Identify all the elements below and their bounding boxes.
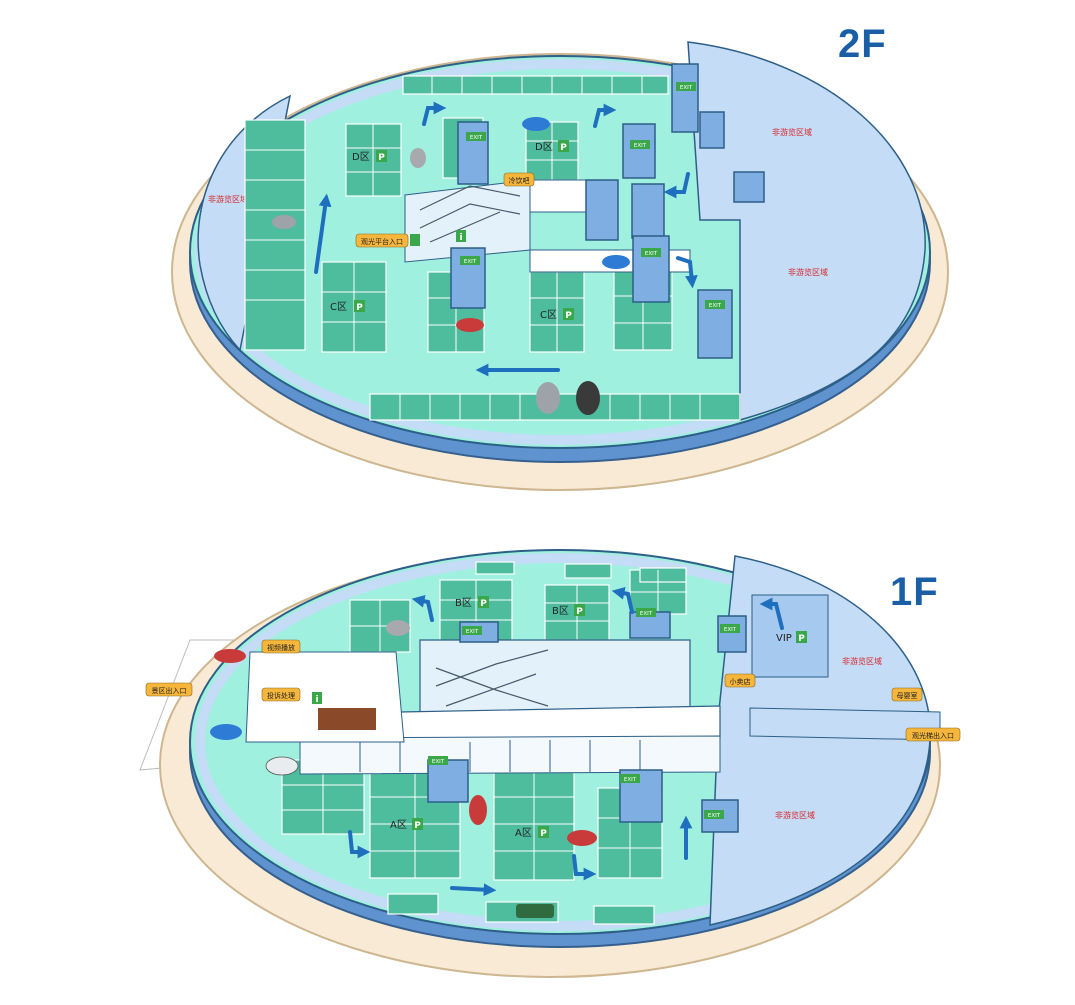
zone-d-right: D区 — [535, 141, 553, 153]
service-desk-1f — [318, 708, 376, 730]
exit-sign-2f-1: EXIT — [470, 135, 483, 141]
escalator-1f — [435, 649, 549, 707]
parking-grid-lines-2f — [245, 76, 701, 420]
exit-sign-2f-3: EXIT — [645, 251, 658, 257]
viewing-entrance-exit-label: 观光梯出入口 — [912, 731, 954, 740]
gift-shop-label: 小卖店 — [730, 677, 751, 686]
exit-sign-2f-4: EXIT — [464, 259, 477, 265]
arrow-2f-turn-4 — [676, 256, 698, 289]
info-icon-2f: i — [459, 233, 462, 243]
arrow-1f-turn-1 — [411, 594, 434, 622]
non-tour-label-2f-right-mid: 非游览区域 — [788, 267, 828, 277]
zone-d-left: D区 — [352, 151, 370, 163]
non-tour-label-2f-right-top: 非游览区域 — [772, 127, 812, 137]
parking-icon-c-left: P — [356, 303, 363, 313]
video-playback-label: 视频播放 — [267, 643, 295, 652]
parking-icon-d-right: P — [560, 143, 567, 153]
parking-icon-b-left: P — [480, 599, 487, 609]
arrow-1f-right — [450, 883, 497, 897]
exit-sign-1f-5: EXIT — [640, 611, 653, 617]
exit-sign-2f-2: EXIT — [634, 143, 647, 149]
arrow-2f-turn-2 — [593, 103, 617, 128]
arrow-1f-turn-2 — [611, 586, 634, 614]
floor-1f-title: 1F — [890, 570, 939, 614]
floor-2f: 非游览区域 非游览区域 非游览区域 — [171, 41, 949, 491]
exit-sign-1f-4: EXIT — [466, 629, 479, 635]
zone-b-right: B区 — [552, 605, 569, 617]
non-tour-label-2f-left: 非游览区域 — [208, 194, 248, 204]
scenic-entrance-label: 景区出入口 — [152, 686, 187, 695]
parking-icon-d-left: P — [378, 153, 385, 163]
exit-sign-1f-1: EXIT — [432, 759, 445, 765]
arrow-2f-up — [314, 193, 332, 274]
exit-sign-1f-6: EXIT — [724, 627, 737, 633]
zone-c-right: C区 — [540, 309, 557, 321]
parking-icon-a-left: P — [414, 821, 421, 831]
exit-sign-1f-2: EXIT — [624, 777, 637, 783]
arrow-2f-turn-1 — [422, 101, 447, 126]
direction-arrows-2f — [314, 101, 698, 377]
floor-2f-title: 2F — [838, 22, 887, 66]
arrow-1f-turn-4 — [572, 854, 597, 881]
floor-1f: 非游览区域 非游览区域 — [139, 549, 961, 978]
nursing-room-label: 母婴室 — [897, 691, 918, 700]
towers-1f — [427, 611, 747, 833]
direction-arrows-1f — [348, 586, 784, 897]
zone-vip: VIP — [776, 633, 792, 644]
arrow-1f-turn-vip — [759, 597, 784, 630]
zone-labels-2f: D区 P D区 P C区 P C区 P — [330, 140, 574, 321]
cars-1f — [210, 620, 597, 918]
exit-signs-1f: EXIT EXIT EXIT EXIT EXIT EXIT — [428, 608, 740, 819]
parking-icon-b-right: P — [576, 607, 583, 617]
zone-c-left: C区 — [330, 301, 347, 313]
exit-sign-1f-3: EXIT — [708, 813, 721, 819]
facility-labels-2f: 冷饮吧 观光平台入口 i — [355, 172, 535, 248]
cold-drinks-label: 冷饮吧 — [509, 176, 530, 185]
exit-sign-2f-6: EXIT — [680, 85, 693, 91]
columns-1f — [359, 740, 641, 772]
parking-icon-a-right: P — [540, 829, 547, 839]
info-icon-1f: i — [315, 695, 318, 705]
arrow-1f-turn-3 — [348, 830, 371, 859]
complaint-handling-label: 投诉处理 — [267, 691, 295, 700]
cars-2f — [272, 117, 630, 415]
non-tour-label-1f-bottom: 非游览区域 — [775, 810, 815, 820]
arrow-2f-turn-3 — [663, 172, 690, 199]
facility-labels-1f: 视频播放 投诉处理 景区出入口 小卖店 母婴室 观光梯出入口 i — [145, 639, 961, 742]
zone-a-right: A区 — [515, 827, 532, 839]
exit-signs-2f: EXIT EXIT EXIT EXIT EXIT EXIT — [460, 82, 725, 309]
parking-icon-c-right: P — [565, 311, 572, 321]
zone-labels-1f: B区 P B区 P A区 P A区 P VIP P — [390, 596, 807, 839]
zone-b-left: B区 — [455, 597, 472, 609]
viewing-platform-entrance-label: 观光平台入口 — [361, 237, 403, 246]
exit-sign-2f-5: EXIT — [709, 303, 722, 309]
non-tour-label-1f-top: 非游览区域 — [842, 656, 882, 666]
non-tour-zone-2f-right — [687, 41, 926, 421]
zone-a-left: A区 — [390, 819, 407, 831]
towers-2f — [450, 63, 765, 359]
parking-icon-vip: P — [798, 634, 805, 644]
escalator-2f — [419, 185, 521, 243]
